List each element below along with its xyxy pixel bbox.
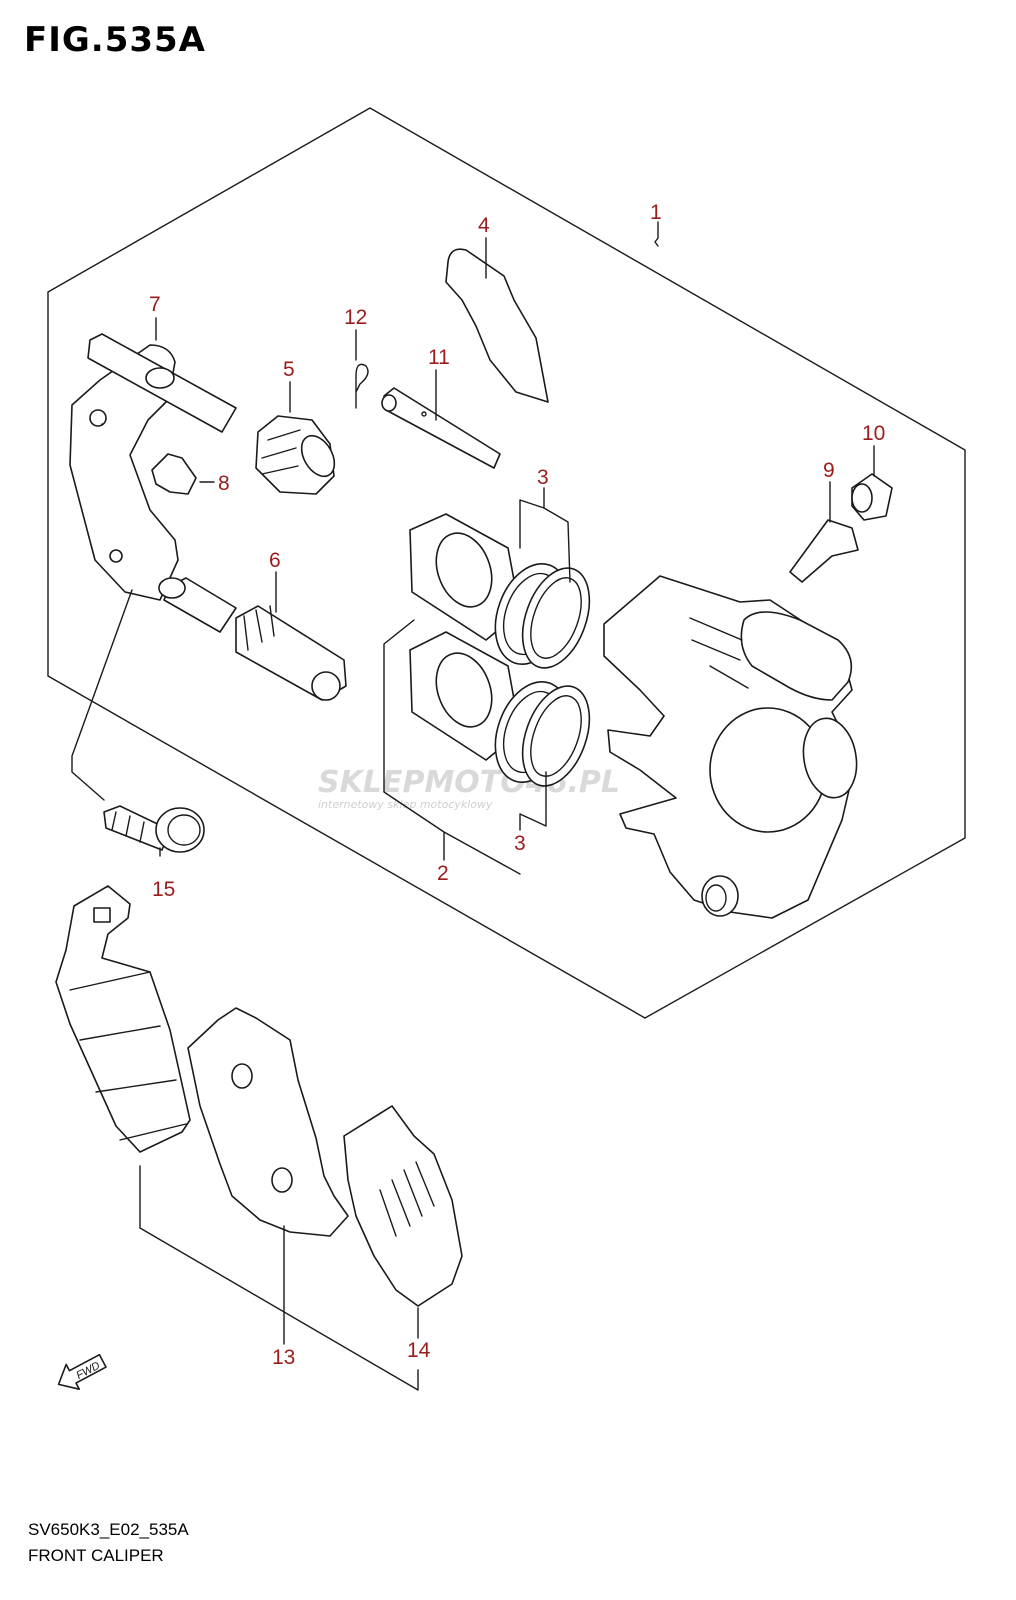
caliper-pin — [235, 605, 347, 701]
brake-pads — [55, 885, 349, 1237]
callout-7: 7 — [149, 293, 161, 316]
caliper-assembly-outline — [47, 107, 966, 1019]
pistons — [409, 513, 521, 761]
mounting-bolt — [101, 423, 205, 853]
bleeder-cap — [851, 473, 893, 521]
boot — [255, 415, 336, 495]
callout-2: 2 — [437, 862, 449, 885]
callout-12: 12 — [344, 306, 367, 329]
figure-title: FIG.535A — [24, 20, 206, 60]
figure-code: SV650K3_E02_535A — [28, 1520, 189, 1539]
watermark: SKLEPMOTO46.PL internetowy sklep motocyk… — [318, 765, 620, 811]
callout-3-upper: 3 — [537, 466, 549, 489]
callout-15: 15 — [152, 878, 175, 901]
callout-6: 6 — [269, 549, 281, 572]
callout-4: 4 — [478, 214, 490, 237]
callout-3-lower: 3 — [514, 832, 526, 855]
watermark-tagline: internetowy sklep motocyklowy — [318, 798, 493, 811]
callout-5: 5 — [283, 358, 295, 381]
caliper-housing — [603, 575, 858, 919]
callout-13: 13 — [272, 1346, 295, 1369]
callout-11: 11 — [428, 346, 450, 369]
callout-8: 8 — [218, 472, 230, 495]
pad-clip — [445, 248, 549, 403]
figure-name: FRONT CALIPER — [28, 1546, 164, 1565]
fwd-label: FWD — [74, 1360, 102, 1382]
pad-spring — [151, 453, 197, 495]
pad-pin — [381, 387, 501, 469]
pad-shim — [343, 1105, 463, 1307]
leader-lines — [71, 221, 875, 1391]
pad-pin-clip — [355, 363, 369, 409]
fwd-arrow-icon: FWD — [57, 1353, 107, 1391]
callout-1: 1 — [650, 201, 662, 224]
callout-9: 9 — [823, 459, 835, 482]
callout-14: 14 — [407, 1339, 431, 1362]
caliper-bracket — [69, 333, 237, 633]
piston-seals — [494, 562, 591, 787]
callout-labels: 1 2 3 3 4 5 6 7 8 9 10 11 12 13 14 15 — [149, 201, 885, 1369]
callout-10: 10 — [862, 422, 885, 445]
watermark-brand: SKLEPMOTO46.PL — [318, 765, 620, 800]
bleeder-valve — [789, 519, 859, 583]
